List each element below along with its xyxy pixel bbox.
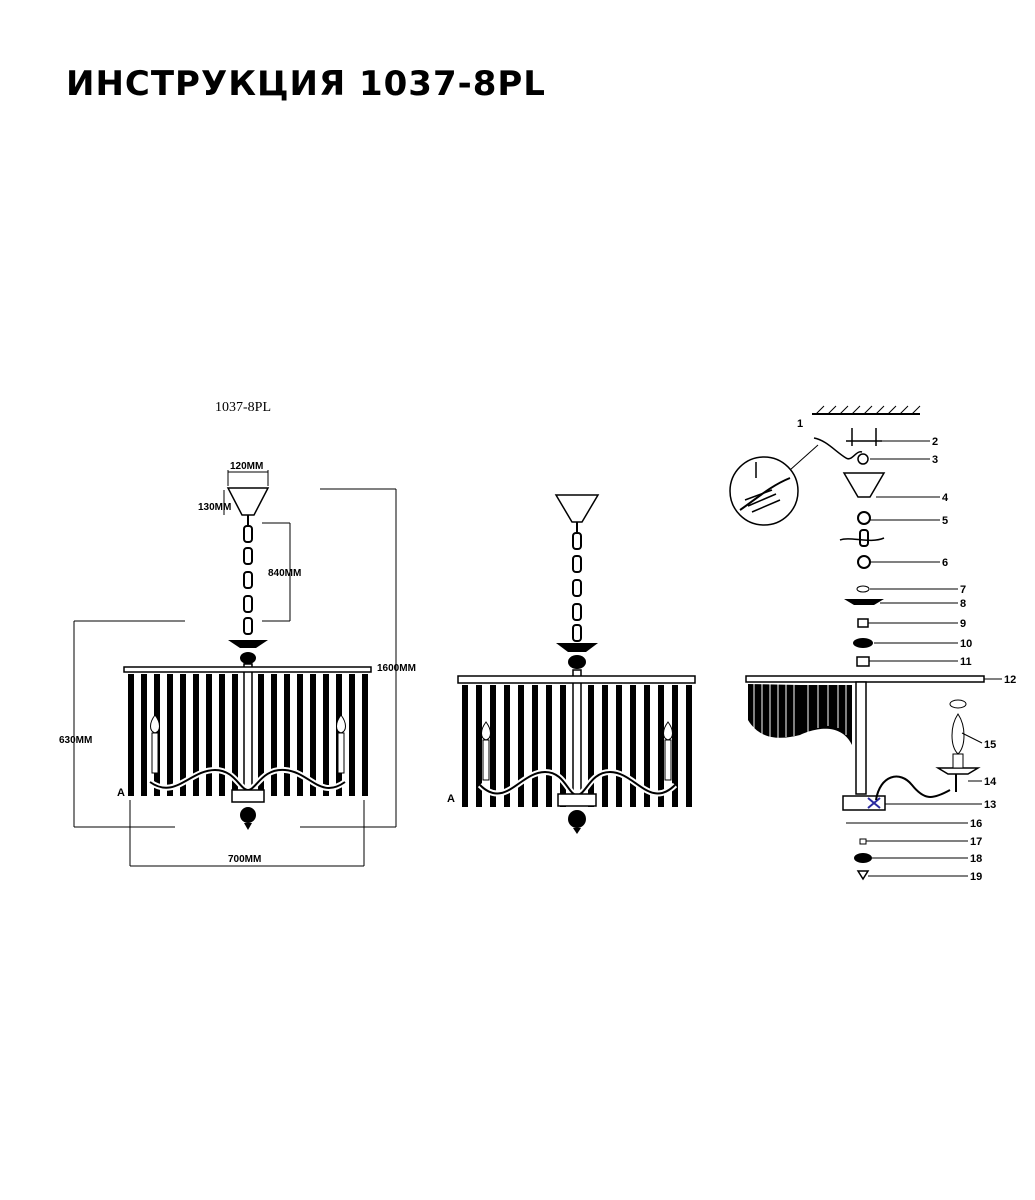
part-number-7: 7 (960, 584, 966, 596)
part-number-19: 19 (970, 871, 982, 883)
page-title: ИНСТРУКЦИЯ 1037-8PL (66, 64, 546, 104)
front-view: A (447, 494, 696, 834)
part-number-12: 12 (1004, 674, 1016, 686)
dim-chain-length: 840MM (268, 568, 301, 579)
dim-canopy-width: 120MM (230, 461, 263, 472)
part-number-5: 5 (942, 515, 948, 527)
part-number-3: 3 (932, 454, 938, 466)
part-number-11: 11 (960, 656, 972, 668)
part-number-8: 8 (960, 598, 966, 610)
part-number-15: 15 (984, 739, 996, 751)
part-number-4: 4 (942, 492, 949, 504)
view-marker-a-2: A (447, 793, 455, 805)
dim-total-height: 1600MM (377, 663, 416, 674)
part-number-10: 10 (960, 638, 972, 650)
part-number-2: 2 (932, 436, 938, 448)
exploded-view: 1 2 3 4 5 6 7 8 9 10 11 12 13 14 15 16 1… (729, 405, 1016, 883)
part-number-18: 18 (970, 853, 982, 865)
dim-canopy-height: 130MM (198, 502, 231, 513)
part-number-13: 13 (984, 799, 996, 811)
part-number-17: 17 (970, 836, 982, 848)
view-marker-a: A (117, 787, 125, 799)
part-number-9: 9 (960, 618, 966, 630)
part-number-6: 6 (942, 557, 948, 569)
dim-diameter: 700MM (228, 854, 261, 865)
dimensioned-view: 120MM 130MM 840MM 1600MM 630MM 700MM A (59, 461, 416, 867)
model-label: 1037-8PL (215, 400, 271, 415)
part-number-1: 1 (797, 418, 803, 430)
dim-body-height: 630MM (59, 735, 92, 746)
part-number-16: 16 (970, 818, 982, 830)
part-number-14: 14 (984, 776, 997, 788)
